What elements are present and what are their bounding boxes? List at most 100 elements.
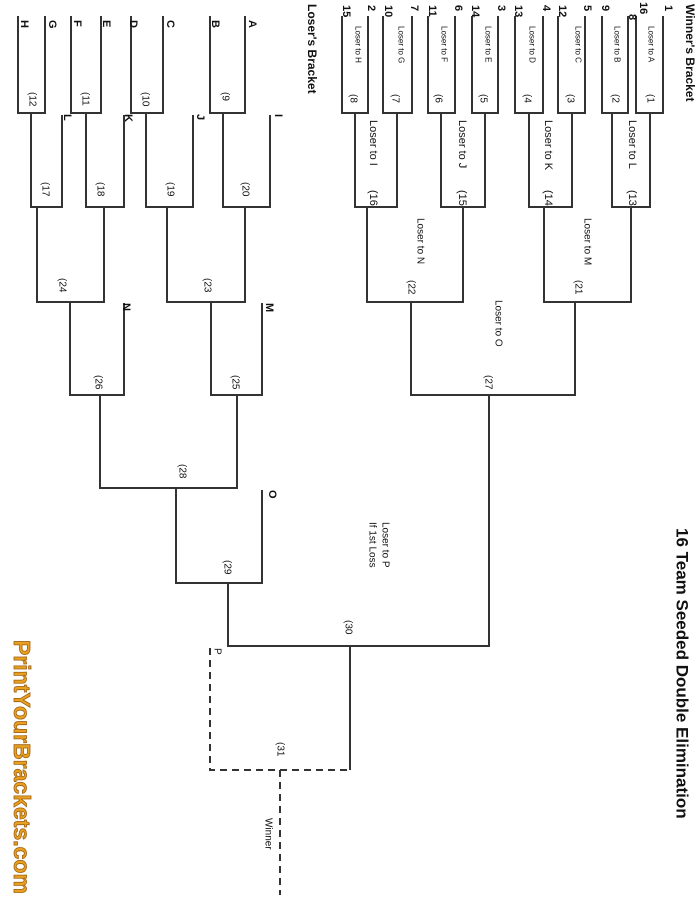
losers-round2-match bbox=[222, 113, 271, 208]
loser-note: Loser to E bbox=[484, 26, 493, 62]
loser-note: Loser to K bbox=[542, 120, 554, 171]
game-number: (15 bbox=[456, 190, 468, 206]
game-number: (21 bbox=[573, 280, 584, 295]
entry-label: F bbox=[71, 20, 83, 27]
seed-label: 6 bbox=[452, 5, 464, 11]
loser-note: Loser to L bbox=[626, 120, 638, 169]
seed-label: 15 bbox=[340, 5, 352, 17]
seed-label: 3 bbox=[495, 5, 507, 11]
loser-note: Loser to G bbox=[397, 26, 406, 63]
entry-label: K bbox=[122, 114, 134, 122]
loser-note: Loser to M bbox=[582, 218, 593, 265]
entry-label: G bbox=[46, 20, 58, 29]
loser-note: Loser to C bbox=[574, 26, 583, 63]
losers-round5-match bbox=[99, 395, 238, 489]
game-number: (27 bbox=[483, 375, 494, 390]
loser-note: Loser to F bbox=[440, 26, 449, 62]
game-number: (31 bbox=[275, 742, 286, 757]
loser-note: Loser to D bbox=[528, 26, 537, 63]
game-number: (6 bbox=[433, 94, 444, 103]
loser-note: If 1st Loss bbox=[367, 522, 378, 568]
seed-label: 2 bbox=[365, 5, 377, 11]
seed-label: 11 bbox=[426, 5, 438, 17]
game-number: (10 bbox=[140, 92, 151, 107]
winner-label: Winner bbox=[263, 818, 274, 850]
winners-round3-match bbox=[366, 207, 464, 303]
seed-label: 10 bbox=[382, 5, 394, 17]
game-number: (30 bbox=[343, 620, 354, 635]
game-number: (4 bbox=[522, 94, 533, 103]
game-number: (12 bbox=[27, 92, 38, 107]
game-number: (14 bbox=[542, 190, 554, 206]
game-number: (2 bbox=[610, 94, 621, 103]
game-number: (9 bbox=[220, 92, 231, 101]
losers-round4-match bbox=[69, 302, 125, 396]
losers-round2-match bbox=[145, 113, 194, 208]
entry-label: H bbox=[18, 20, 30, 28]
loser-note: Loser to B bbox=[613, 26, 622, 62]
winners-final-match bbox=[410, 302, 576, 396]
loser-note: Loser to N bbox=[415, 218, 426, 264]
seed-label: 8 bbox=[626, 14, 638, 20]
game-number: (3 bbox=[565, 94, 576, 103]
game-number: (26 bbox=[93, 375, 104, 390]
entry-label: M bbox=[263, 303, 275, 312]
losers-round1-match bbox=[209, 16, 246, 114]
game-30-line bbox=[227, 395, 490, 647]
game-number: (11 bbox=[80, 92, 91, 106]
game-number: (16 bbox=[367, 190, 379, 206]
entry-label: C bbox=[164, 20, 176, 28]
loser-note: Loser to A bbox=[647, 26, 656, 63]
losers-round6-match bbox=[175, 488, 263, 584]
seed-label: 14 bbox=[469, 5, 481, 18]
losers-bracket-heading: Loser's Bracket bbox=[305, 4, 319, 94]
winners-round1-match bbox=[601, 16, 629, 114]
losers-round3-match bbox=[166, 207, 246, 303]
game-number: (5 bbox=[478, 94, 489, 103]
seed-label: 5 bbox=[581, 5, 593, 11]
game-number: (20 bbox=[240, 182, 251, 197]
losers-round3-match bbox=[36, 207, 105, 303]
game-number: (1 bbox=[645, 94, 656, 103]
entry-label: O bbox=[266, 490, 278, 499]
game-number: (18 bbox=[95, 182, 106, 197]
page-title: 16 Team Seeded Double Elimination bbox=[673, 528, 692, 819]
winners-round3-match bbox=[543, 207, 632, 303]
game-number: (24 bbox=[57, 278, 68, 293]
game-number: (28 bbox=[177, 464, 188, 479]
seed-label: 1 bbox=[662, 5, 674, 11]
game-number: (22 bbox=[406, 280, 417, 295]
entry-label: P bbox=[212, 648, 223, 655]
game-number: (8 bbox=[348, 94, 359, 103]
entry-label: J bbox=[194, 114, 206, 120]
winners-round2-match bbox=[354, 113, 398, 208]
game-number: (25 bbox=[230, 375, 241, 390]
game-number: (17 bbox=[40, 182, 51, 197]
seed-label: 13 bbox=[512, 5, 524, 17]
entry-label: B bbox=[209, 20, 221, 28]
game-number: (23 bbox=[202, 278, 213, 293]
game-number: (7 bbox=[390, 94, 401, 103]
entry-label: N bbox=[120, 303, 132, 311]
loser-note: Loser to O bbox=[493, 300, 504, 347]
seed-label: 9 bbox=[599, 5, 611, 11]
seed-label: 12 bbox=[556, 5, 568, 17]
loser-note: Loser to P bbox=[380, 522, 391, 568]
logo: PrintYourBrackets.com bbox=[9, 640, 35, 894]
game-number: (13 bbox=[626, 190, 638, 206]
entry-label: D bbox=[127, 20, 139, 28]
game-31-dashed-line bbox=[209, 648, 350, 771]
loser-note: Loser to H bbox=[354, 26, 363, 63]
game-number: (19 bbox=[165, 182, 176, 197]
game-number: (29 bbox=[222, 560, 233, 575]
losers-round2-match bbox=[30, 113, 63, 208]
entry-label: I bbox=[272, 114, 284, 117]
winners-round2-match bbox=[528, 113, 573, 208]
seed-label: 4 bbox=[540, 5, 552, 12]
loser-note: Loser to I bbox=[367, 120, 379, 166]
entry-label: L bbox=[61, 114, 73, 121]
seed-label: 7 bbox=[408, 5, 420, 11]
entry-label: E bbox=[100, 20, 112, 27]
